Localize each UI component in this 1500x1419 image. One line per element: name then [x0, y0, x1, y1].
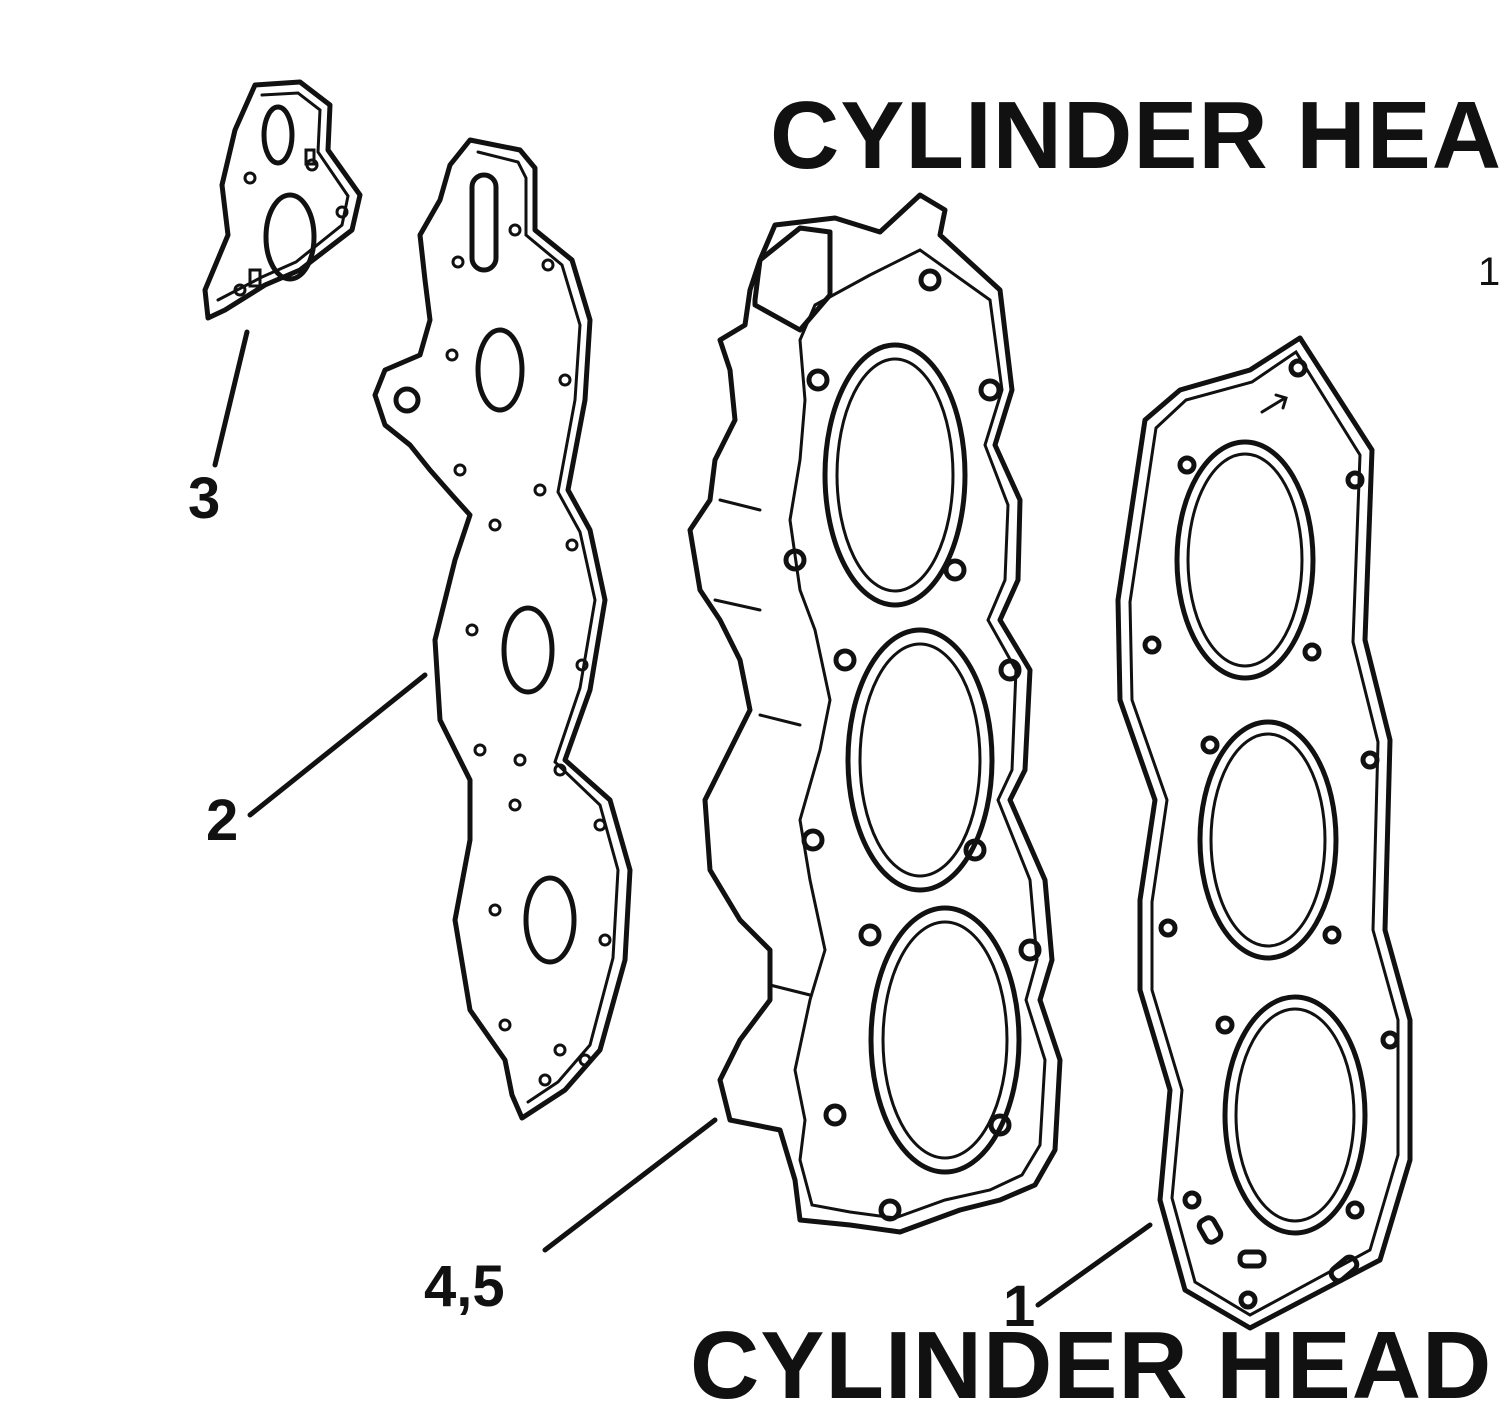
callout-label-2: 2	[206, 788, 239, 853]
part-4-5-cylinder-head	[542, 192, 1063, 1253]
callout-label-1: 1	[1003, 1274, 1036, 1339]
part-3-small-gasket	[202, 79, 363, 468]
diagram-title-bottom: CYLINDER HEAD	[690, 1312, 1493, 1419]
part-2-plate-gasket	[247, 137, 633, 1121]
edge-page-number: 1	[1478, 250, 1500, 294]
leader-line-3	[212, 329, 250, 468]
callout-label-4-5: 4,5	[424, 1254, 505, 1319]
leader-line-4-5	[542, 1117, 718, 1253]
leader-line-1	[1035, 1222, 1153, 1308]
leader-line-2	[247, 672, 428, 818]
part-1-head-gasket	[1035, 335, 1413, 1331]
callout-label-3: 3	[188, 466, 221, 531]
diagram-title: CYLINDER HEA	[770, 82, 1500, 189]
